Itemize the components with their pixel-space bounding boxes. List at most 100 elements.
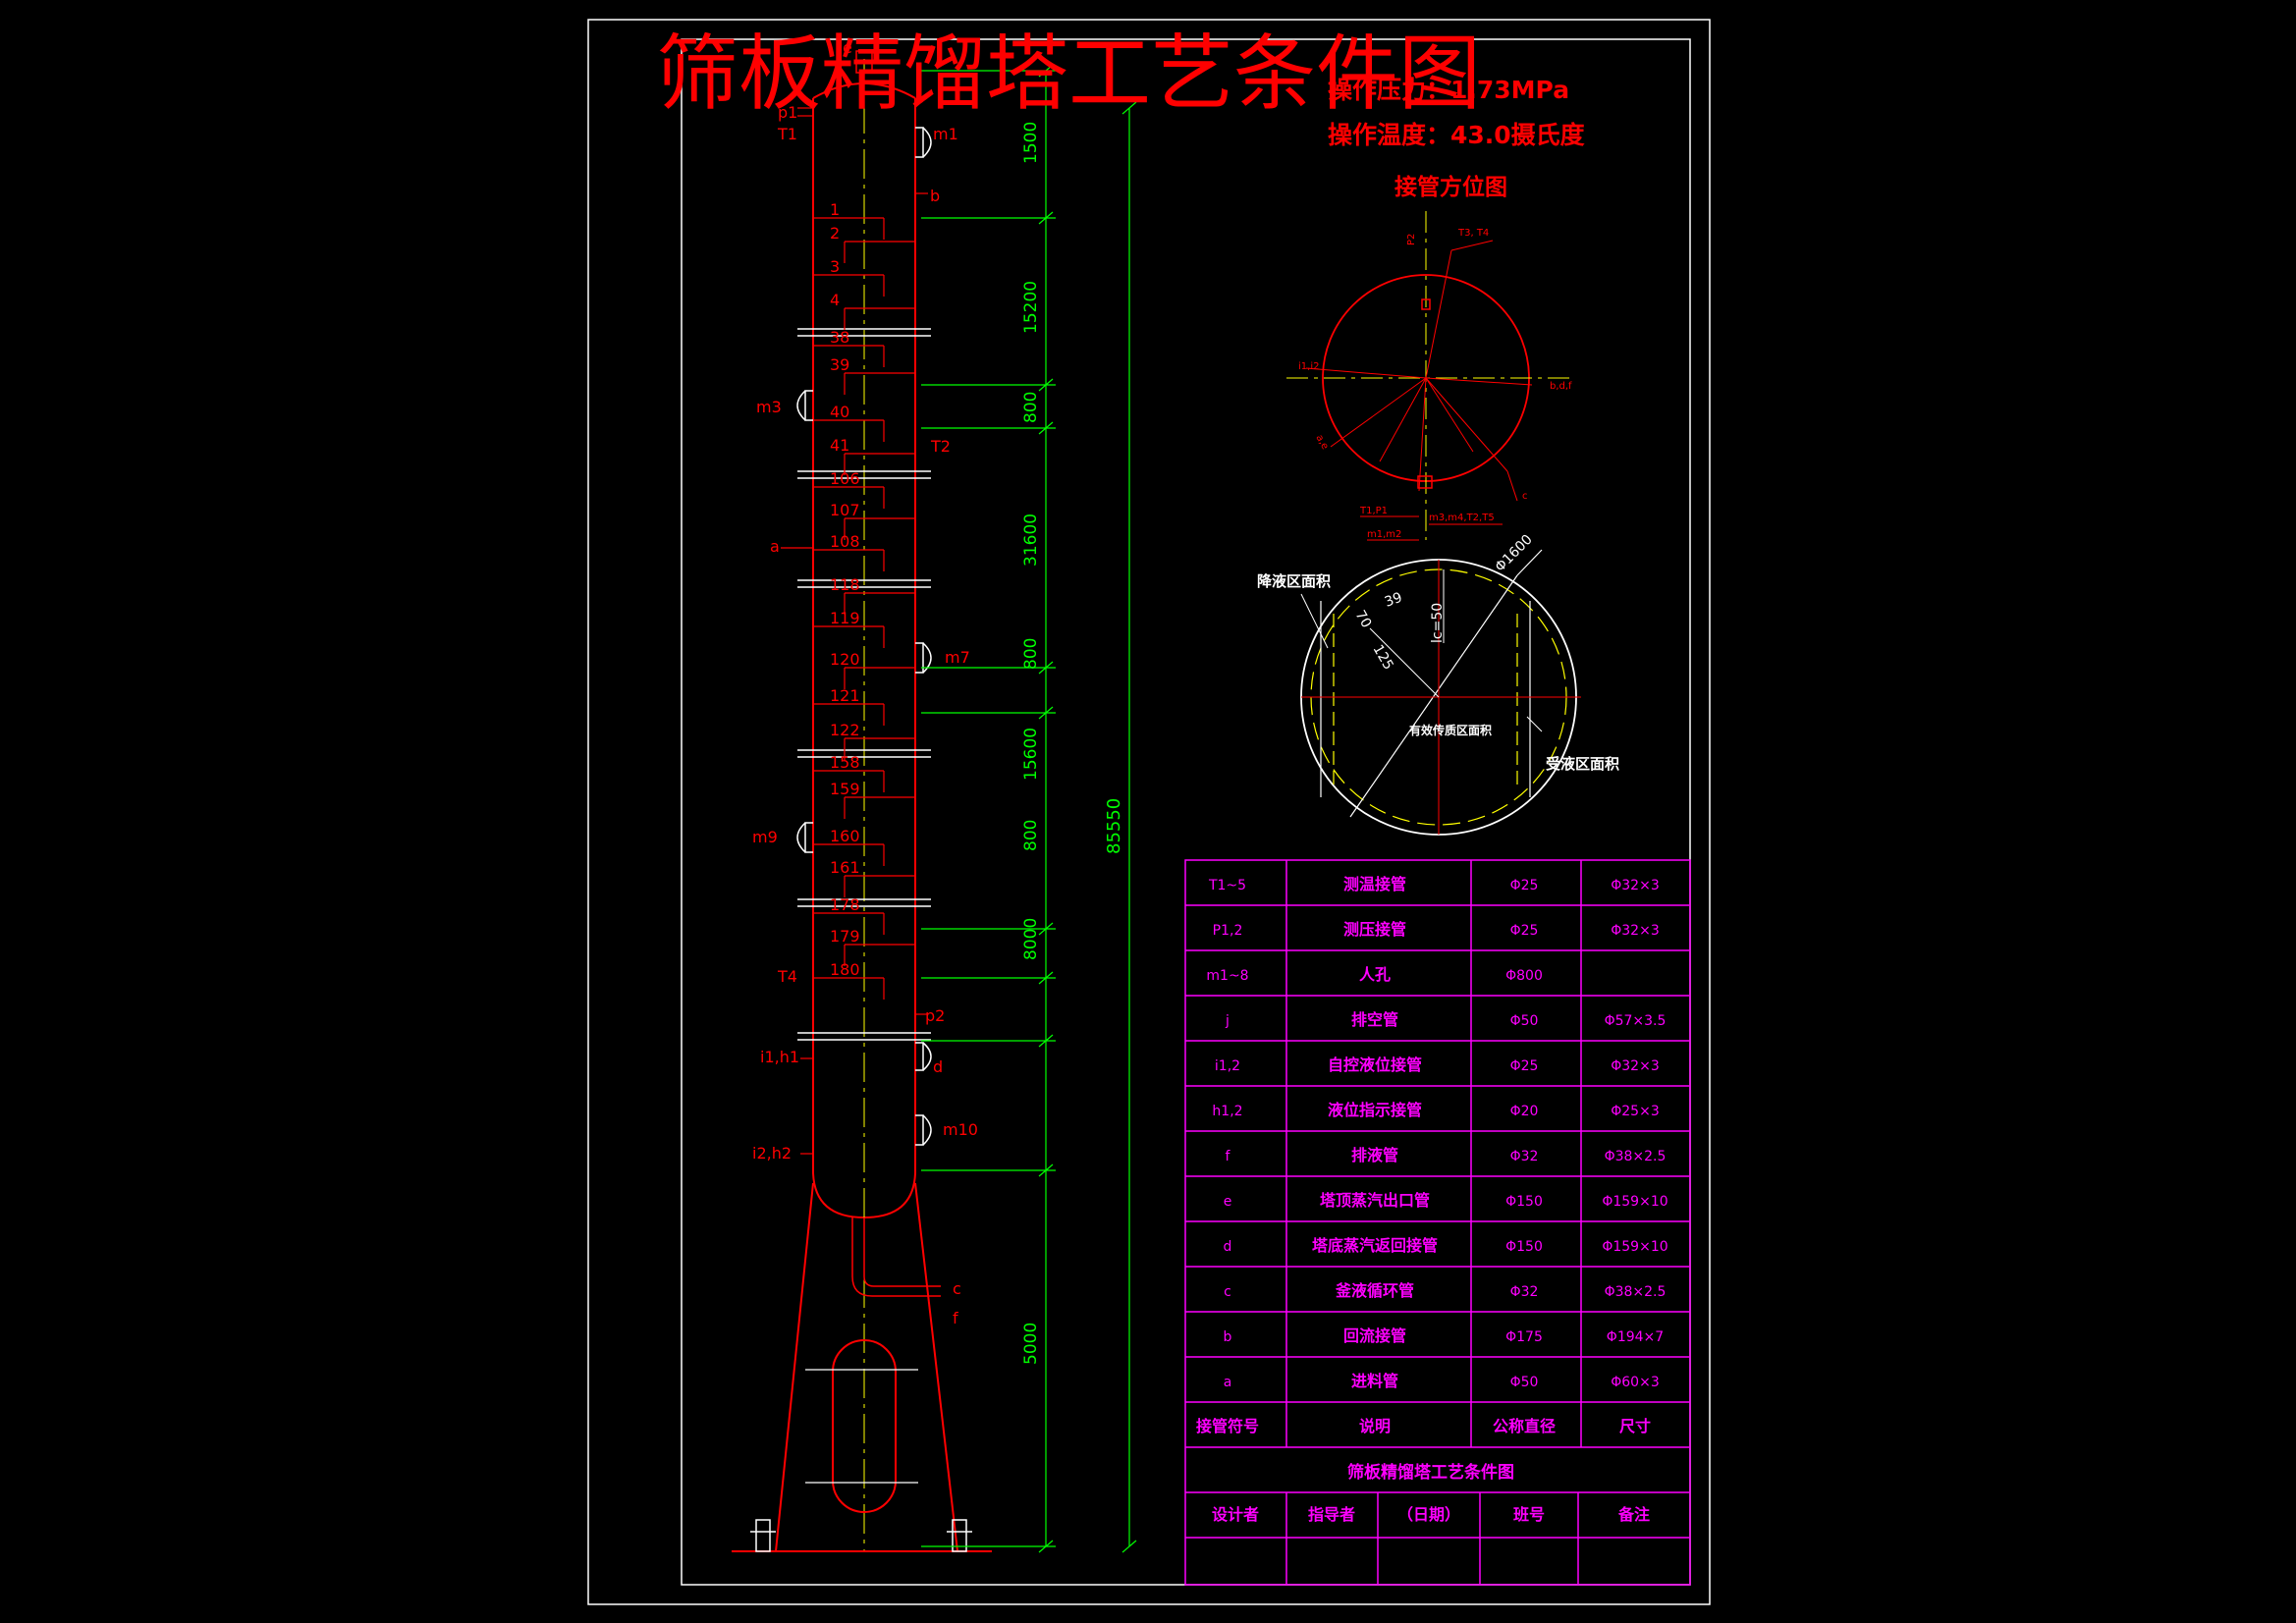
orient-T3T4: T3, T4 — [1457, 228, 1489, 239]
tray-number: 178 — [830, 895, 860, 914]
label-p2: p2 — [925, 1006, 945, 1025]
column-elevation: 1234383940411061071081181191201211221581… — [732, 50, 992, 1552]
table-cell: e — [1224, 1194, 1232, 1210]
tray-number: 158 — [830, 753, 860, 772]
dimension-label: 5000 — [1021, 1323, 1041, 1365]
table-cell: Φ38×2.5 — [1605, 1149, 1667, 1164]
title-block-field: 指导者 — [1308, 1505, 1355, 1524]
label-active-area: 有效传质区面积 — [1409, 723, 1492, 737]
table-cell: m1~8 — [1206, 968, 1248, 984]
table-cell: Φ194×7 — [1607, 1329, 1664, 1345]
label-m1: m1 — [933, 125, 958, 143]
dim-tick — [1038, 1163, 1054, 1177]
drawing-title: 筛板精馏塔工艺条件图 — [656, 26, 1481, 122]
table-cell: Φ25 — [1510, 878, 1539, 893]
label-c: c — [953, 1279, 961, 1298]
table-cell: a — [1224, 1375, 1232, 1390]
dimension-label: 800 — [1021, 638, 1041, 670]
dim-tick — [1121, 1540, 1137, 1553]
table-cell: Φ150 — [1505, 1194, 1543, 1210]
tray-number: 107 — [830, 501, 860, 519]
orientation-title: 接管方位图 — [1394, 174, 1507, 200]
dim-tick — [1038, 211, 1054, 225]
table-cell: h1,2 — [1212, 1104, 1242, 1119]
tray-number: 40 — [830, 403, 849, 421]
table-cell: Φ50 — [1510, 1013, 1539, 1029]
label-a: a — [770, 537, 780, 556]
tray-number: 122 — [830, 721, 860, 739]
label-m7: m7 — [945, 648, 970, 667]
tray-number: 41 — [830, 436, 849, 455]
orient-i1i2: i1,i2 — [1298, 361, 1319, 372]
tray-number: 160 — [830, 827, 860, 845]
table-cell: 自控液位接管 — [1328, 1055, 1422, 1074]
label-e: e — [843, 38, 852, 57]
label-T2: T2 — [930, 437, 951, 456]
label-T4: T4 — [777, 967, 797, 986]
tray-number: 159 — [830, 780, 860, 798]
table-cell: Φ25 — [1510, 1058, 1539, 1074]
table-cell: Φ20 — [1510, 1104, 1539, 1119]
dimension-label: 8000 — [1021, 918, 1041, 960]
tray-number: 120 — [830, 650, 860, 669]
dimension-label: 800 — [1021, 820, 1041, 851]
table-cell: Φ50 — [1510, 1375, 1539, 1390]
dim-tick — [1038, 421, 1054, 435]
tray-number: 118 — [830, 575, 860, 594]
table-cell: Φ60×3 — [1611, 1375, 1659, 1390]
dimension-label: 15200 — [1021, 281, 1041, 334]
table-cell: P1,2 — [1213, 923, 1243, 939]
nozzle-orientation-diagram: 接管方位图 P2 T3, T4 i1,i2 b,d,f a,e c — [1286, 174, 1572, 541]
title-block-field: 备注 — [1617, 1505, 1650, 1524]
dim-tick — [1121, 101, 1137, 115]
orient-bdf: b,d,f — [1550, 381, 1572, 392]
tray-dim-39: 39 — [1383, 590, 1404, 611]
table-cell: 人孔 — [1359, 965, 1391, 984]
table-cell: f — [1226, 1149, 1231, 1164]
nozzle-table — [1184, 859, 1691, 1586]
table-cell: 液位指示接管 — [1328, 1101, 1422, 1119]
dim-tick — [1038, 661, 1054, 675]
tray-number: 121 — [830, 686, 860, 705]
operating-temperature: 操作温度：43.0摄氏度 — [1328, 121, 1585, 149]
label-i2h2: i2,h2 — [752, 1144, 792, 1163]
table-cell: Φ32×3 — [1611, 1058, 1659, 1074]
table-cell: Φ150 — [1505, 1239, 1543, 1255]
title-block-field: （日期） — [1397, 1505, 1460, 1524]
label-d: d — [933, 1057, 943, 1076]
column-dimensions — [921, 64, 1137, 1553]
label-f: f — [953, 1309, 958, 1327]
dim-tick — [1038, 706, 1054, 720]
table-cell: Φ32×3 — [1611, 923, 1659, 939]
orient-m1m2: m1,m2 — [1367, 529, 1401, 540]
table-cell: 排空管 — [1351, 1010, 1398, 1029]
table-cell: Φ159×10 — [1602, 1239, 1667, 1255]
tray-number: 179 — [830, 927, 860, 946]
table-cell: Φ32 — [1510, 1284, 1539, 1300]
orient-P2: P2 — [1406, 234, 1417, 245]
tray-number: 4 — [830, 291, 840, 309]
table-cell: 塔底蒸汽返回接管 — [1312, 1236, 1438, 1255]
operating-pressure: 操作压力：1.73MPa — [1328, 76, 1569, 104]
column-nozzle-labels: e p1 T1 m1 b m3 T2 a m7 m9 T4 p2 i1,h1 d… — [752, 38, 978, 1327]
tray-number: 3 — [830, 257, 840, 276]
table-cell: Φ32 — [1510, 1149, 1539, 1164]
table-cell: 塔顶蒸汽出口管 — [1320, 1191, 1430, 1210]
tray-number: 1 — [830, 200, 840, 219]
total-height: 85550 — [1104, 798, 1124, 854]
tray-dim-70: 70 — [1352, 608, 1375, 630]
orient-c: c — [1522, 491, 1528, 502]
label-receiving: 受液区面积 — [1546, 755, 1619, 773]
table-cell: Φ32×3 — [1611, 878, 1659, 893]
label-b: b — [930, 187, 940, 205]
dim-tick — [1038, 1540, 1054, 1553]
label-m3: m3 — [756, 398, 782, 416]
tray-dim-lc: lc=50 — [1430, 603, 1446, 643]
tray-number: 39 — [830, 355, 849, 374]
label-m9: m9 — [752, 828, 778, 846]
table-cell: 排液管 — [1351, 1146, 1398, 1164]
table-cell: Φ25 — [1510, 923, 1539, 939]
tray-number: 38 — [830, 328, 849, 347]
table-cell: 说明 — [1359, 1417, 1391, 1435]
